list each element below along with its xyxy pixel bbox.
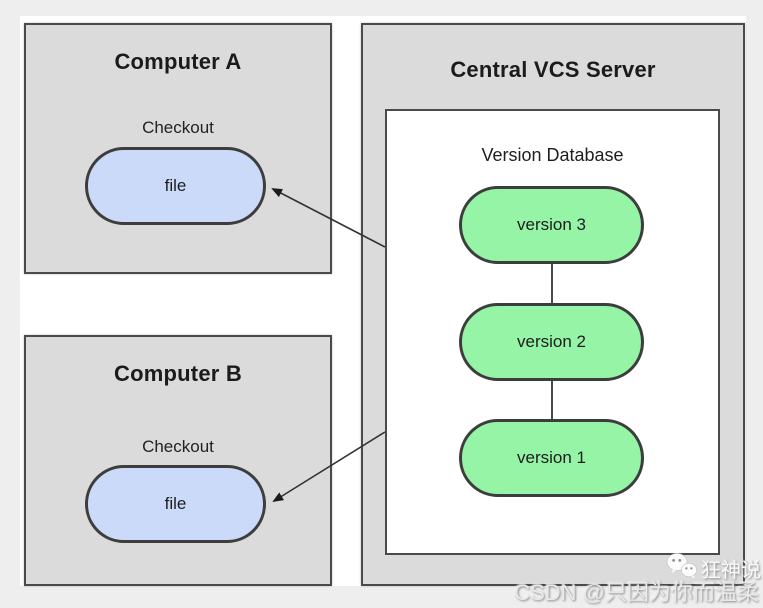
brand-watermark: 狂神说 <box>666 552 761 585</box>
version-1-label: version 1 <box>517 448 586 467</box>
version-2-label: version 2 <box>517 332 586 351</box>
version-2-node: version 2 <box>459 303 644 381</box>
version-3-label: version 3 <box>517 215 586 234</box>
central-vcs-server-box: Central VCS Server Version Database vers… <box>361 23 745 586</box>
computer-b-checkout-label: Checkout <box>142 437 214 456</box>
central-vcs-server-title: Central VCS Server <box>450 57 656 82</box>
computer-b-file-node: file <box>85 465 266 543</box>
computer-a-checkout-label: Checkout <box>142 118 214 137</box>
wechat-icon <box>666 552 698 585</box>
version-1-node: version 1 <box>459 419 644 497</box>
computer-a-box: Computer A Checkout file <box>24 23 332 274</box>
connector-version2-version1 <box>551 380 553 420</box>
csdn-watermark-text: CSDN @只因为你而温柔 <box>514 580 759 605</box>
brand-watermark-text: 狂神说 <box>701 560 761 582</box>
computer-b-box: Computer B Checkout file <box>24 335 332 586</box>
version-database-title: Version Database <box>481 145 624 165</box>
computer-b-title: Computer B <box>114 361 242 386</box>
version-database-box: Version Database version 3 version 2 ver… <box>385 109 720 555</box>
connector-version3-version2 <box>551 263 553 304</box>
version-3-node: version 3 <box>459 186 644 264</box>
computer-a-title: Computer A <box>114 49 242 74</box>
computer-a-file-label: file <box>164 176 187 195</box>
computer-b-file-label: file <box>164 494 187 513</box>
computer-a-file-node: file <box>85 147 266 225</box>
